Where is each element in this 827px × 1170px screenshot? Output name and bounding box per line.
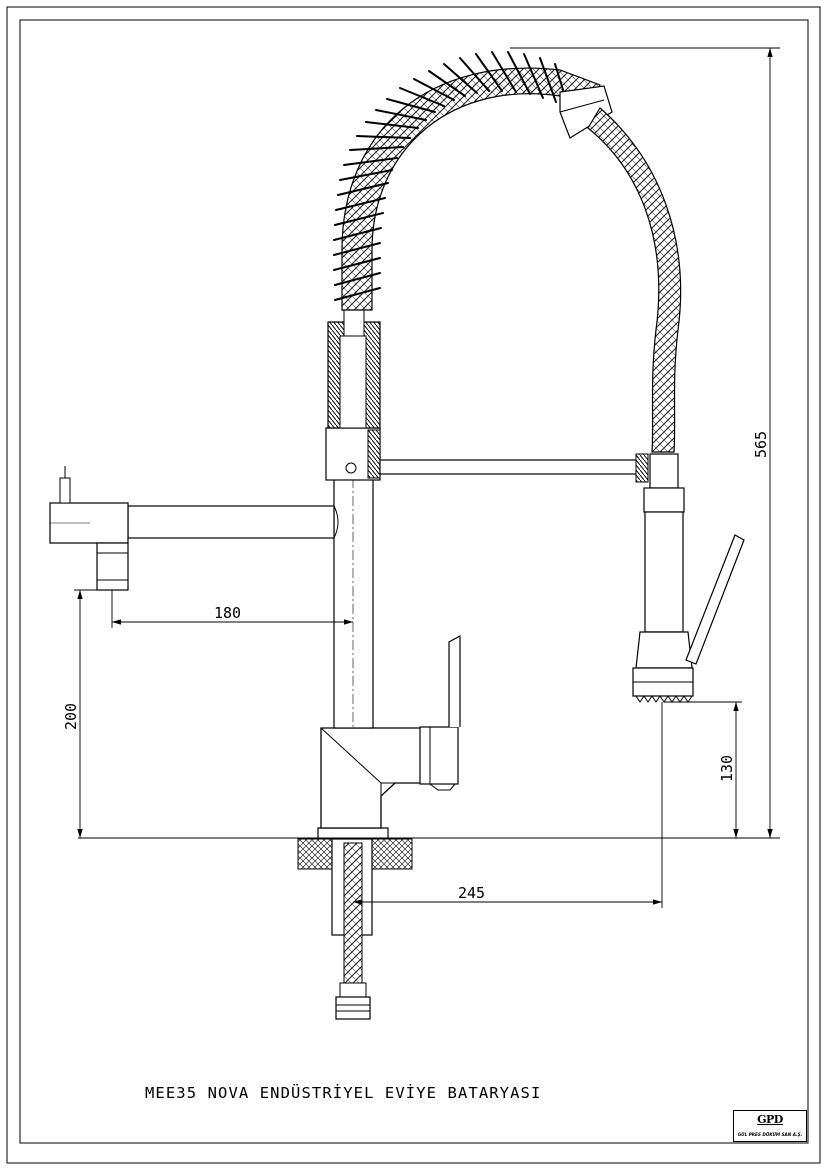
dim-245: 245 bbox=[458, 884, 485, 902]
dim-565: 565 bbox=[752, 431, 770, 458]
company-logo-icon: GPD GÜL PRES DÖKÜM SAN A.Ş. bbox=[733, 1110, 807, 1142]
dim-130: 130 bbox=[718, 755, 736, 782]
drawing-title: MEE35 NOVA ENDÜSTRİYEL EVİYE BATARYASI bbox=[145, 1084, 542, 1102]
logo-company-name: GÜL PRES DÖKÜM SAN A.Ş. bbox=[737, 1132, 803, 1137]
dim-180: 180 bbox=[214, 604, 241, 622]
dim-200: 200 bbox=[62, 703, 80, 730]
logo-mark: GPD bbox=[757, 1113, 783, 1126]
